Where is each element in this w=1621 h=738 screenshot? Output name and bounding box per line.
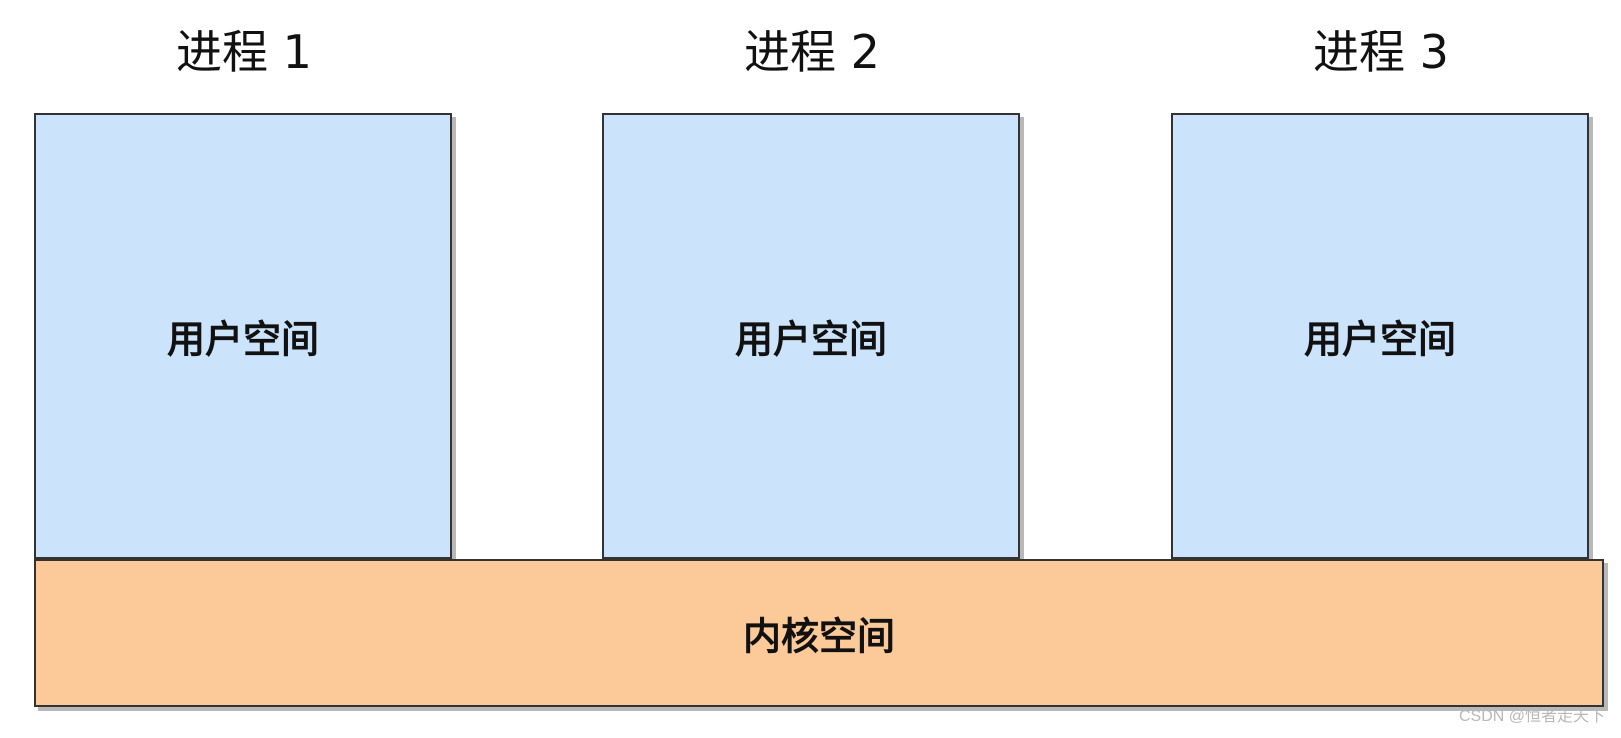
process-3-title: 进程 3 <box>1313 25 1449 79</box>
kernel-space-label: 内核空间 <box>742 614 895 659</box>
process-3-user-space-label: 用户空间 <box>1303 317 1456 362</box>
watermark: CSDN @恒者走天下 <box>1458 708 1605 725</box>
process-2-user-space: 用户空间 <box>602 113 1020 559</box>
kernel-space: 内核空间 <box>34 559 1604 707</box>
process-1-title: 进程 1 <box>176 25 312 79</box>
process-1-user-space-label: 用户空间 <box>166 317 319 362</box>
process-2-title: 进程 2 <box>744 25 880 79</box>
process-1-user-space: 用户空间 <box>34 113 452 559</box>
process-2-user-space-label: 用户空间 <box>734 317 887 362</box>
process-3-user-space: 用户空间 <box>1171 113 1589 559</box>
